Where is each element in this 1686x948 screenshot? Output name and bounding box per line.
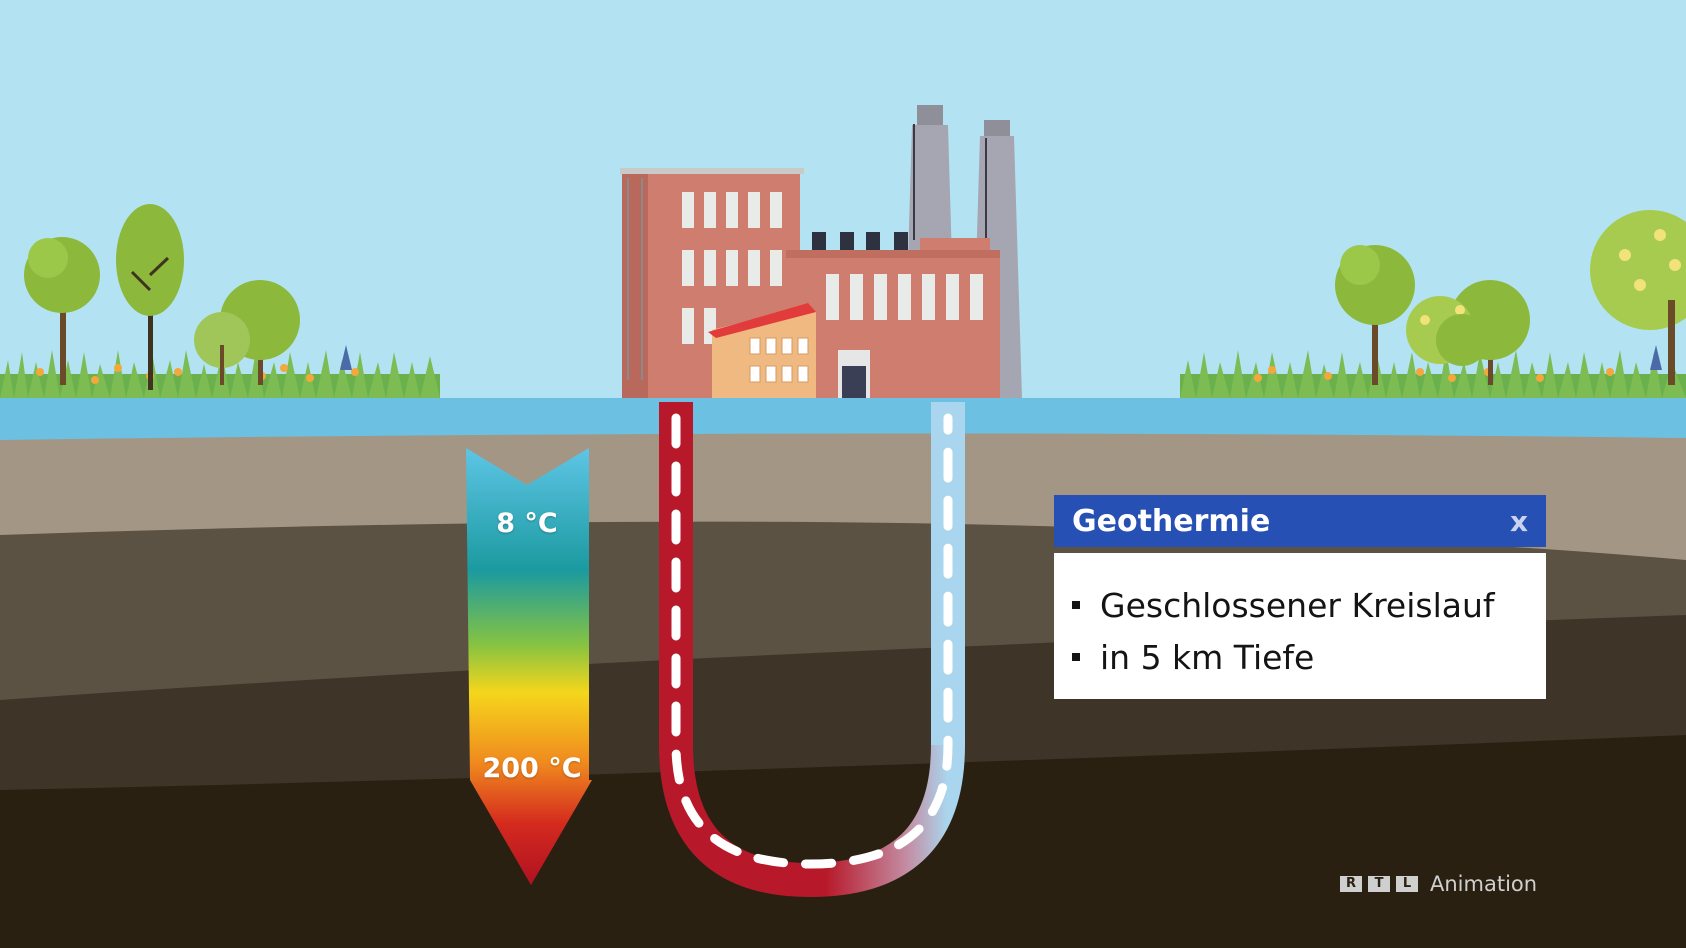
trees-left <box>24 204 300 390</box>
close-icon[interactable]: x <box>1509 504 1528 538</box>
temperature-arrow <box>466 448 592 885</box>
info-panel-title: Geothermie <box>1072 503 1271 539</box>
info-bullet-text: in 5 km Tiefe <box>1100 637 1315 677</box>
rtl-animation-credit: R T L Animation <box>1340 872 1537 896</box>
temperature-top-label: 8 °C <box>496 508 558 539</box>
info-bullet: in 5 km Tiefe <box>1072 631 1528 683</box>
info-panel-header: Geothermie x <box>1054 495 1546 547</box>
bullet-square-icon <box>1072 601 1080 609</box>
rtl-logo-letter: L <box>1396 876 1418 892</box>
water-band <box>0 398 1686 440</box>
rtl-logo-letter: T <box>1368 876 1390 892</box>
info-bullet-text: Geschlossener Kreislauf <box>1100 585 1495 625</box>
pipe-flow-dashes <box>671 413 953 869</box>
power-plant <box>620 105 1022 398</box>
temperature-bottom-label: 200 °C <box>482 753 582 784</box>
bullet-square-icon <box>1072 653 1080 661</box>
info-bullet: Geschlossener Kreislauf <box>1072 579 1528 631</box>
info-panel: Geothermie x Geschlossener Kreislauf in … <box>1054 495 1546 699</box>
trees-right <box>1335 210 1686 385</box>
rtl-logo-letter: R <box>1340 876 1362 892</box>
info-panel-body: Geschlossener Kreislauf in 5 km Tiefe <box>1054 553 1546 699</box>
grass-right <box>1180 345 1686 398</box>
soil-layer-4 <box>0 735 1686 948</box>
credit-text: Animation <box>1430 872 1538 896</box>
